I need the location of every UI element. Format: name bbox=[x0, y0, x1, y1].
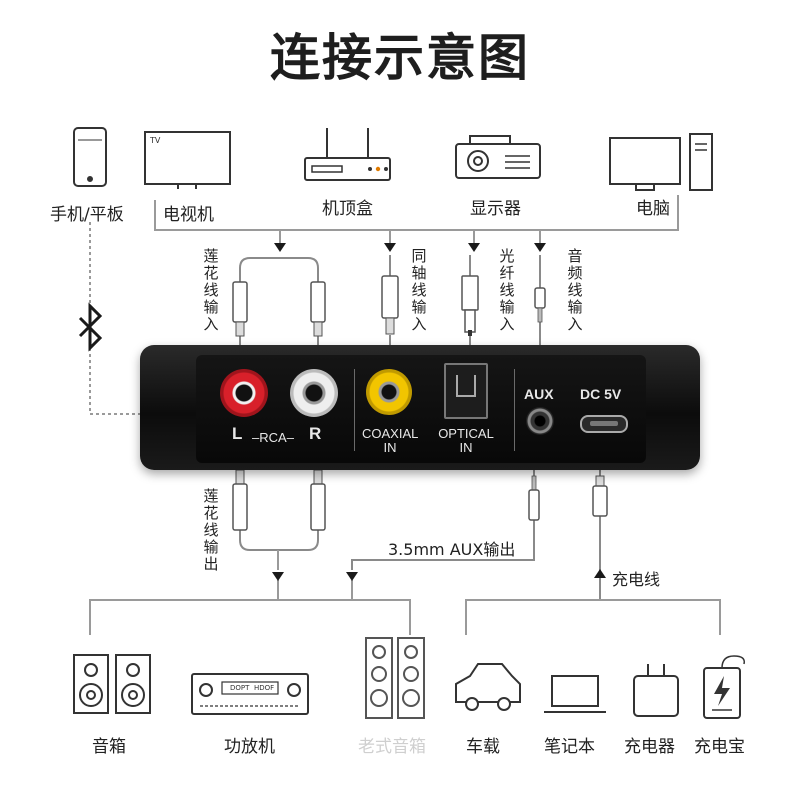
coaxial-plug bbox=[381, 275, 399, 335]
device-front-panel: L –RCA– R COAXIAL IN OPTICAL IN AUX DC 5… bbox=[196, 355, 646, 463]
power-bank-icon bbox=[703, 655, 746, 719]
aux-output-plug bbox=[528, 475, 540, 521]
label-aux-input: 音频线输入 bbox=[567, 247, 583, 333]
label-amplifier: 功放机 bbox=[224, 737, 275, 757]
rca-left-jack bbox=[220, 369, 268, 417]
label-car: 车载 bbox=[466, 737, 500, 757]
label-coaxial-input: 同轴线输入 bbox=[411, 247, 427, 333]
amp-display-2: HDOF bbox=[254, 684, 275, 692]
page-title: 连接示意图 bbox=[270, 29, 530, 87]
arrow-down-rca bbox=[274, 243, 286, 252]
label-charger: 充电器 bbox=[624, 737, 675, 757]
amp-display-1: DOPT bbox=[230, 684, 250, 692]
label-tv: 电视机 bbox=[163, 205, 214, 225]
aux-jack bbox=[526, 407, 554, 435]
old-speakers-icon bbox=[365, 637, 425, 719]
arrow-up-charge bbox=[594, 569, 606, 578]
divider bbox=[354, 369, 355, 451]
label-computer: 电脑 bbox=[636, 199, 670, 219]
amplifier-icon bbox=[191, 673, 309, 715]
label-optical-input: 光纤线输入 bbox=[499, 247, 515, 333]
audio-receiver-device: L –RCA– R COAXIAL IN OPTICAL IN AUX DC 5… bbox=[140, 345, 700, 470]
label-rca-output: 莲花线输出 bbox=[203, 487, 219, 573]
rca-r-text: R bbox=[309, 424, 322, 443]
label-settop: 机顶盒 bbox=[322, 199, 373, 219]
optical-text-2: IN bbox=[459, 440, 473, 455]
tv-icon bbox=[144, 131, 231, 185]
label-charge-cable: 充电线 bbox=[612, 570, 661, 589]
laptop-icon bbox=[544, 675, 606, 713]
projector-icon bbox=[455, 135, 541, 179]
usb-port bbox=[580, 415, 628, 433]
arrow-down-aux bbox=[534, 243, 546, 252]
speakers-icon bbox=[73, 654, 151, 714]
divider bbox=[514, 369, 515, 451]
label-laptop: 笔记本 bbox=[544, 737, 595, 757]
aux-text: AUX bbox=[524, 386, 554, 402]
arrow-down-rca-out bbox=[272, 572, 284, 581]
label-old-speakers: 老式音箱 bbox=[358, 737, 426, 757]
rca-l-text: L bbox=[232, 424, 243, 443]
top-bus-line bbox=[154, 195, 679, 231]
bluetooth-link-line bbox=[89, 222, 140, 415]
optical-jack bbox=[444, 363, 488, 419]
coaxial-text-2: IN bbox=[383, 440, 397, 455]
label-speakers: 音箱 bbox=[92, 737, 126, 757]
optical-plug bbox=[461, 275, 479, 336]
charger-icon bbox=[633, 664, 679, 717]
optical-text-1: OPTICAL bbox=[438, 426, 494, 441]
label-phone: 手机/平板 bbox=[50, 205, 124, 225]
bluetooth-icon bbox=[78, 302, 103, 352]
tv-screen-text: TV bbox=[150, 136, 161, 145]
coaxial-jack bbox=[366, 369, 412, 415]
rca-mid-text: –RCA– bbox=[252, 430, 294, 445]
arrow-down-aux-out bbox=[346, 572, 358, 581]
rca-right-jack bbox=[290, 369, 338, 417]
rca-input-plugs bbox=[232, 281, 326, 337]
car-icon bbox=[455, 663, 521, 711]
dc-text: DC 5V bbox=[580, 386, 622, 402]
label-aux-output: 3.5mm AUX输出 bbox=[388, 540, 516, 559]
label-powerbank: 充电宝 bbox=[694, 737, 745, 757]
usb-charge-plug bbox=[592, 475, 608, 517]
phone-icon bbox=[73, 127, 107, 187]
lightning-icon bbox=[714, 676, 730, 706]
computer-icon bbox=[609, 133, 713, 191]
coaxial-text-1: COAXIAL bbox=[362, 426, 419, 441]
settop-box-icon bbox=[304, 128, 391, 181]
label-projector: 显示器 bbox=[470, 199, 521, 219]
arrow-down-opt bbox=[468, 243, 480, 252]
label-rca-input: 莲花线输入 bbox=[203, 247, 219, 333]
aux-plug bbox=[534, 287, 546, 323]
arrow-down-coax bbox=[384, 243, 396, 252]
rca-output-plugs bbox=[232, 469, 326, 531]
